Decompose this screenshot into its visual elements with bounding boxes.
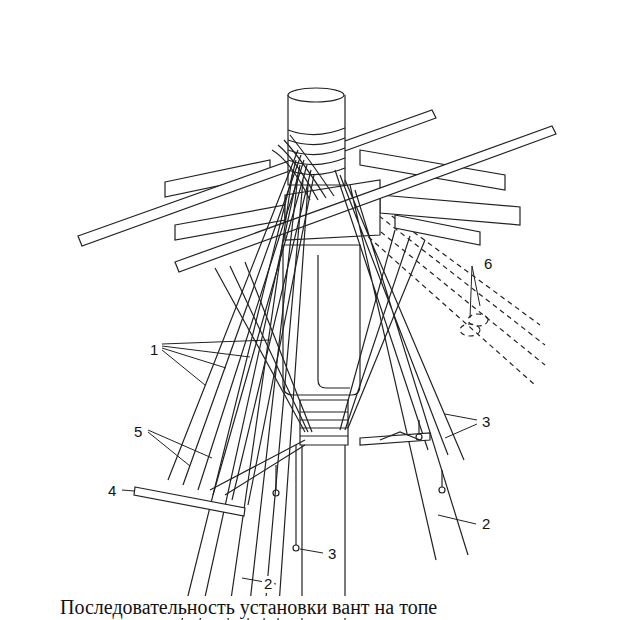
mast xyxy=(302,440,345,620)
catharpin xyxy=(210,432,420,495)
shroud xyxy=(168,150,314,620)
leader-line xyxy=(122,266,480,584)
callout-number: 3 xyxy=(326,546,338,563)
callout-number: 6 xyxy=(482,256,494,273)
futtock-shroud xyxy=(215,230,425,432)
caption: Последовательность установки вант на топ… xyxy=(60,596,437,618)
mast-cheek-edge xyxy=(318,255,350,388)
callout-number: 2 xyxy=(480,516,492,533)
futtock-stave xyxy=(134,433,430,516)
mast-band xyxy=(300,400,348,445)
callout-number: 3 xyxy=(480,414,492,431)
callout-number: 2 xyxy=(262,576,274,593)
dashed-shrouds xyxy=(355,200,545,385)
hook-eye xyxy=(273,420,445,551)
shroud xyxy=(335,170,468,560)
callout-number: 4 xyxy=(106,483,118,500)
callout-number: 1 xyxy=(148,342,160,359)
callout-number: 5 xyxy=(132,424,144,441)
trestletree xyxy=(78,110,556,272)
